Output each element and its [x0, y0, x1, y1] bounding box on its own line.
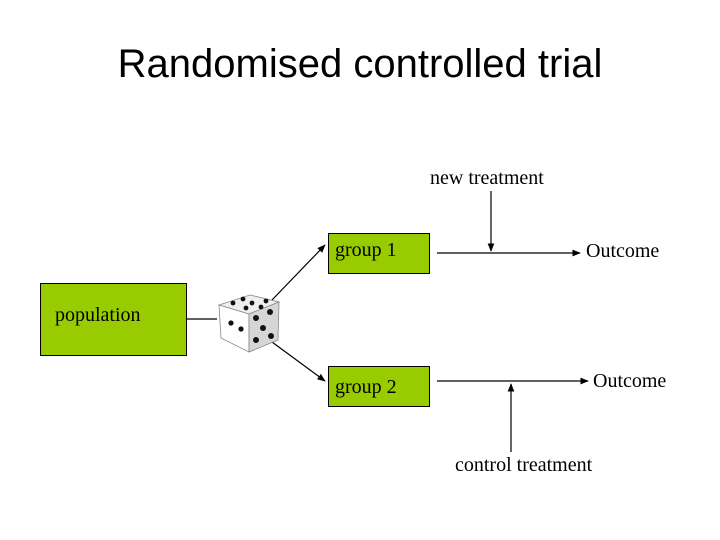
group1-box: group 1 [328, 233, 430, 274]
population-label: population [55, 304, 141, 326]
dice-to-group2-arrow [271, 341, 326, 382]
population-box: population [40, 283, 187, 356]
dice-icon [217, 294, 281, 353]
new-treatment-label: new treatment [430, 167, 544, 189]
slide-title: Randomised controlled trial [117, 42, 603, 86]
group2-box: group 2 [328, 366, 430, 407]
outcome2-label: Outcome [593, 370, 667, 392]
dice-to-group1-arrow [271, 244, 326, 301]
control-treatment-label: control treatment [455, 454, 593, 476]
group1-label: group 1 [335, 239, 397, 261]
outcome1-label: Outcome [586, 240, 660, 262]
group2-label: group 2 [335, 376, 397, 398]
